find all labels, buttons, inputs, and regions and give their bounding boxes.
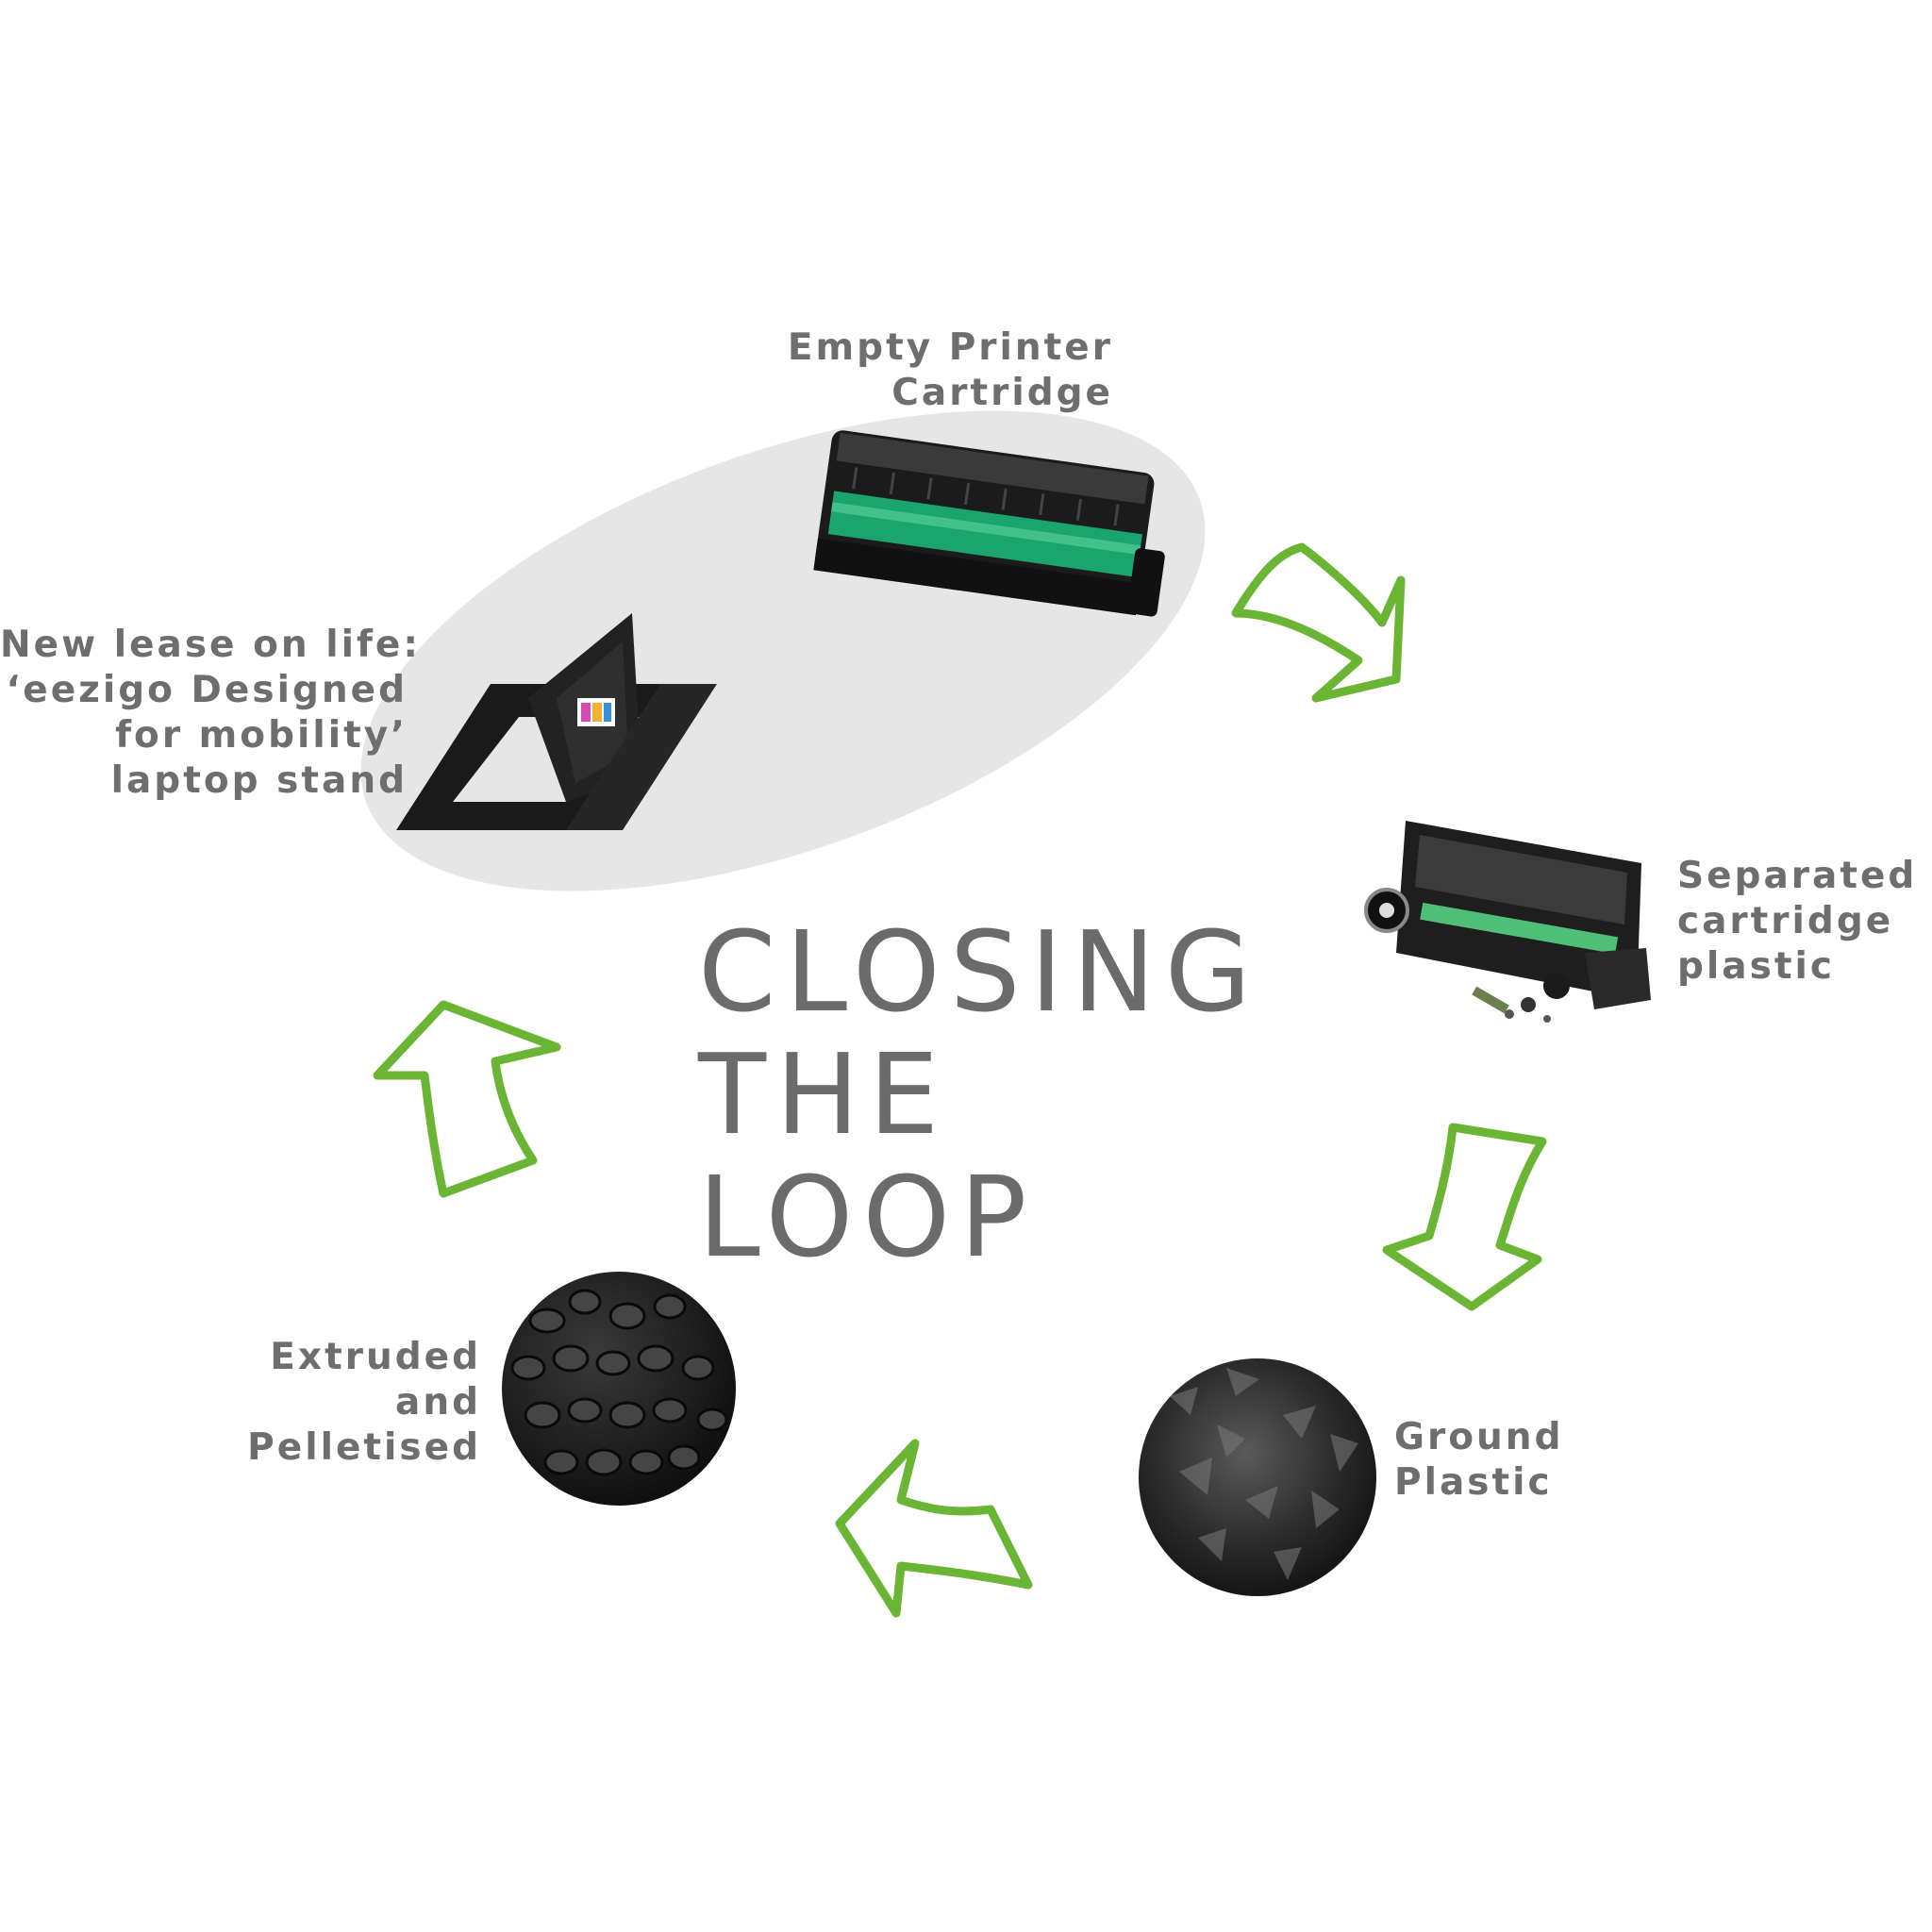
label-line: Separated [1677, 855, 1918, 897]
label-line: Ground [1394, 1416, 1564, 1458]
label-line: ‘eezigo Designed [6, 669, 408, 711]
printer-cartridge-icon [813, 430, 1165, 617]
label-ground: Ground Plastic [1394, 1415, 1677, 1506]
label-line: and [395, 1381, 481, 1424]
diagram-title: CLOSING THE LOOP [698, 910, 1283, 1278]
label-line: plastic [1677, 945, 1835, 988]
label-line: cartridge [1677, 900, 1894, 942]
label-new-life: New lease on life: ‘eezigo Designed for … [0, 623, 421, 804]
cycle-arrow-icon [373, 542, 1547, 1618]
plastic-pellets-icon [502, 1272, 736, 1506]
label-empty-cartridge: Empty Printer Cartridge [717, 325, 1113, 416]
ground-plastic-icon [1139, 1358, 1376, 1596]
label-line: laptop stand [110, 759, 408, 802]
title-line-1: CLOSING [698, 907, 1261, 1037]
laptop-stand-icon [396, 613, 717, 830]
label-extruded: Extruded and Pelletised [170, 1335, 481, 1471]
label-line: Extruded [270, 1336, 481, 1378]
label-separated: Separated cartridge plastic [1677, 854, 1923, 990]
label-line: for mobility’ [115, 714, 408, 757]
label-line: Cartridge [891, 372, 1113, 414]
label-line: New lease on life: [0, 624, 421, 666]
separated-cartridge-icon [1364, 821, 1651, 1023]
label-line: Plastic [1394, 1461, 1553, 1504]
title-line-2: THE LOOP [698, 1029, 1037, 1282]
label-line: Pelletised [247, 1426, 481, 1469]
label-line: Empty Printer [787, 326, 1113, 369]
